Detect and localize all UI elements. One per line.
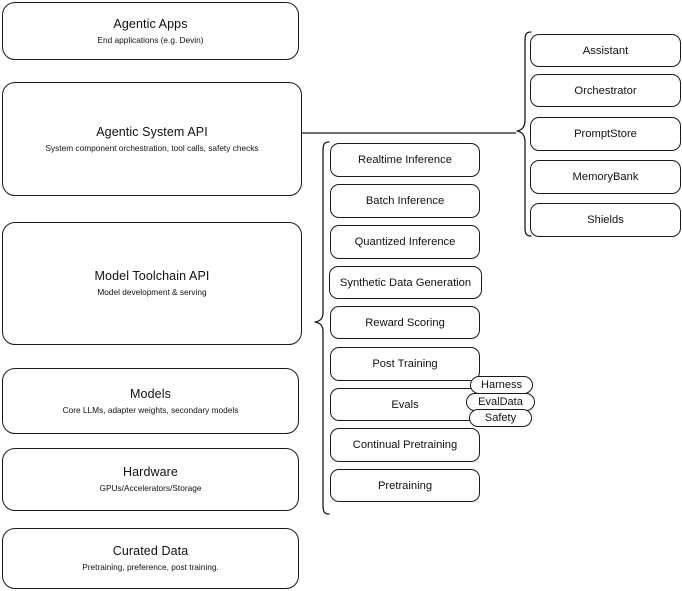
layer-card-model-toolchain-api[interactable]: Model Toolchain API Model development & …: [2, 222, 302, 345]
capability-label: Evals: [391, 398, 419, 411]
component-chip-shields[interactable]: Shields: [530, 203, 681, 237]
evals-pill-safety[interactable]: Safety: [469, 409, 532, 427]
connector-line-agentic-system-api: [302, 126, 518, 140]
capability-chip-batch-inference[interactable]: Batch Inference: [330, 184, 480, 218]
layer-title: Models: [130, 386, 171, 401]
capability-label: Realtime Inference: [358, 154, 452, 166]
layer-card-hardware[interactable]: Hardware GPUs/Accelerators/Storage: [2, 448, 299, 511]
component-chip-orchestrator[interactable]: Orchestrator: [530, 74, 681, 107]
capability-chip-reward-scoring[interactable]: Reward Scoring: [330, 306, 480, 339]
capability-chip-synthetic-data-generation[interactable]: Synthetic Data Generation: [329, 266, 482, 299]
evals-pill-label: EvalData: [478, 395, 523, 408]
evals-pill-label: Safety: [484, 411, 517, 424]
capability-chip-quantized-inference[interactable]: Quantized Inference: [330, 225, 480, 259]
capability-chip-pretraining[interactable]: Pretraining: [330, 469, 480, 502]
layer-title: Curated Data: [112, 544, 189, 558]
component-label: Assistant: [582, 44, 629, 57]
layer-subtitle: GPUs/Accelerators/Storage: [99, 483, 202, 493]
layer-card-models[interactable]: Models Core LLMs, adapter weights, secon…: [2, 368, 299, 434]
capability-chip-continual-pretraining[interactable]: Continual Pretraining: [330, 428, 480, 462]
component-label: Shields: [587, 214, 624, 226]
layer-title: Agentic Apps: [113, 16, 188, 31]
evals-pill-harness[interactable]: Harness: [470, 376, 533, 394]
component-chip-promptstore[interactable]: PromptStore: [530, 117, 681, 151]
capability-chip-realtime-inference[interactable]: Realtime Inference: [330, 143, 480, 177]
component-label: Orchestrator: [574, 84, 637, 97]
layer-card-agentic-apps[interactable]: Agentic Apps End applications (e.g. Devi…: [2, 2, 299, 60]
layer-subtitle: Core LLMs, adapter weights, secondary mo…: [62, 404, 239, 415]
capability-label: Post Training: [372, 358, 438, 370]
component-label: PromptStore: [574, 128, 637, 140]
layer-title: Hardware: [123, 465, 178, 479]
capability-label: Pretraining: [377, 479, 433, 492]
layer-subtitle: End applications (e.g. Devin): [97, 34, 204, 45]
evals-pill-label: Harness: [481, 378, 522, 391]
brace-toolchain-capabilities: [310, 140, 332, 518]
layer-subtitle: System component orchestration, tool cal…: [45, 142, 259, 153]
capability-label: Quantized Inference: [354, 236, 456, 248]
capability-label: Batch Inference: [365, 195, 445, 207]
component-chip-memorybank[interactable]: MemoryBank: [530, 160, 681, 194]
component-chip-assistant[interactable]: Assistant: [530, 34, 681, 67]
layer-card-agentic-system-api[interactable]: Agentic System API System component orch…: [2, 82, 302, 196]
capability-chip-post-training[interactable]: Post Training: [330, 347, 480, 381]
capability-label: Reward Scoring: [365, 316, 445, 329]
layer-title: Model Toolchain API: [94, 269, 210, 283]
capability-label: Continual Pretraining: [352, 439, 458, 451]
capability-chip-evals[interactable]: Evals: [330, 388, 480, 421]
capability-label: Synthetic Data Generation: [339, 276, 472, 289]
layer-title: Agentic System API: [96, 124, 208, 139]
evals-pill-evaldata[interactable]: EvalData: [466, 393, 535, 411]
layer-subtitle: Pretraining, preference, post training.: [82, 562, 219, 572]
layer-card-curated-data[interactable]: Curated Data Pretraining, preference, po…: [2, 528, 299, 589]
component-label: MemoryBank: [572, 171, 639, 183]
layer-subtitle: Model development & serving: [97, 287, 207, 297]
